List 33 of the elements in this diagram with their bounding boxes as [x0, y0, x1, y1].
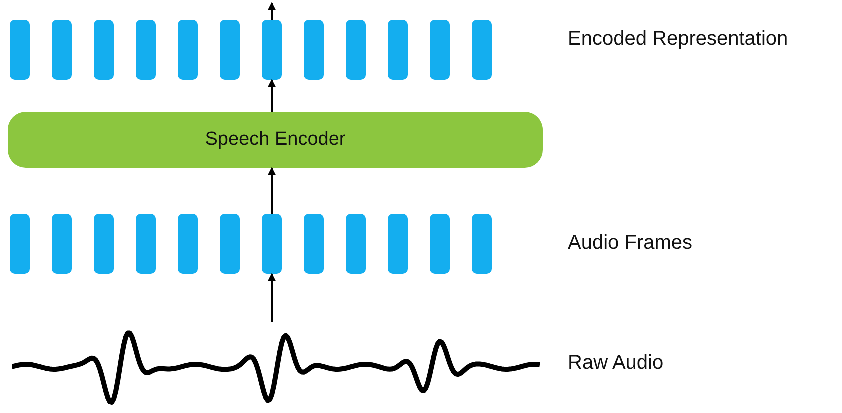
frame-bar — [52, 20, 72, 80]
frame-bar — [10, 214, 30, 274]
frame-bar — [304, 214, 324, 274]
frame-bar — [94, 20, 114, 80]
encoder-box — [8, 112, 543, 168]
frame-bar — [52, 214, 72, 274]
frame-bar — [136, 214, 156, 274]
arrow — [268, 273, 276, 322]
frame-bar — [430, 214, 450, 274]
row-label: Raw Audio — [568, 352, 664, 375]
frame-bar — [472, 214, 492, 274]
row-label: Encoded Representation — [568, 28, 788, 51]
arrow — [268, 2, 276, 20]
row-label: Audio Frames — [568, 232, 692, 255]
frame-bar — [220, 214, 240, 274]
frame-bar — [262, 20, 282, 80]
frame-bar — [262, 214, 282, 274]
arrow — [268, 79, 276, 112]
frame-bar — [346, 20, 366, 80]
frame-bar — [136, 20, 156, 80]
frame-bar — [94, 214, 114, 274]
frame-bar — [304, 20, 324, 80]
encoder-label: Speech Encoder — [205, 129, 346, 151]
frame-bar — [178, 20, 198, 80]
frame-bar — [472, 20, 492, 80]
frame-bar — [388, 20, 408, 80]
frame-bar — [346, 214, 366, 274]
frame-bar — [430, 20, 450, 80]
frame-bar — [178, 214, 198, 274]
arrow — [268, 167, 276, 214]
frame-bar — [10, 20, 30, 80]
frame-bar — [220, 20, 240, 80]
frame-bar — [388, 214, 408, 274]
